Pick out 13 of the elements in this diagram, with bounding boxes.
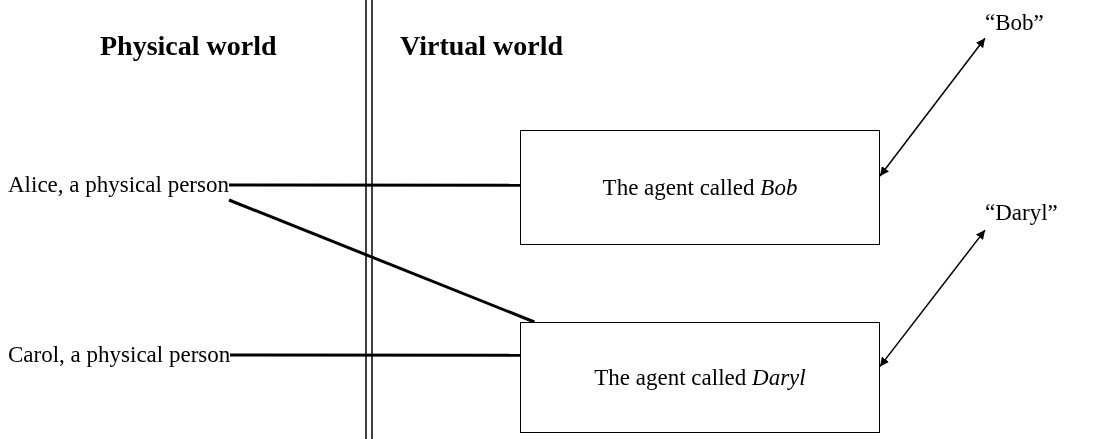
agent-box: The agent called Bob	[520, 130, 880, 245]
arrow	[879, 229, 986, 368]
arrow	[879, 37, 986, 177]
connector-line	[230, 353, 520, 357]
heading: Virtual world	[400, 30, 564, 62]
heading: Physical world	[100, 30, 277, 62]
agent-box: The agent called Daryl	[520, 322, 880, 433]
node-label: “Bob”	[985, 6, 1044, 40]
connector-line	[228, 198, 535, 324]
node-label: Alice, a physical person	[8, 170, 229, 200]
connector-line	[229, 183, 520, 187]
node-label: “Daryl”	[985, 194, 1058, 232]
node-label: Carol, a physical person	[8, 340, 231, 370]
